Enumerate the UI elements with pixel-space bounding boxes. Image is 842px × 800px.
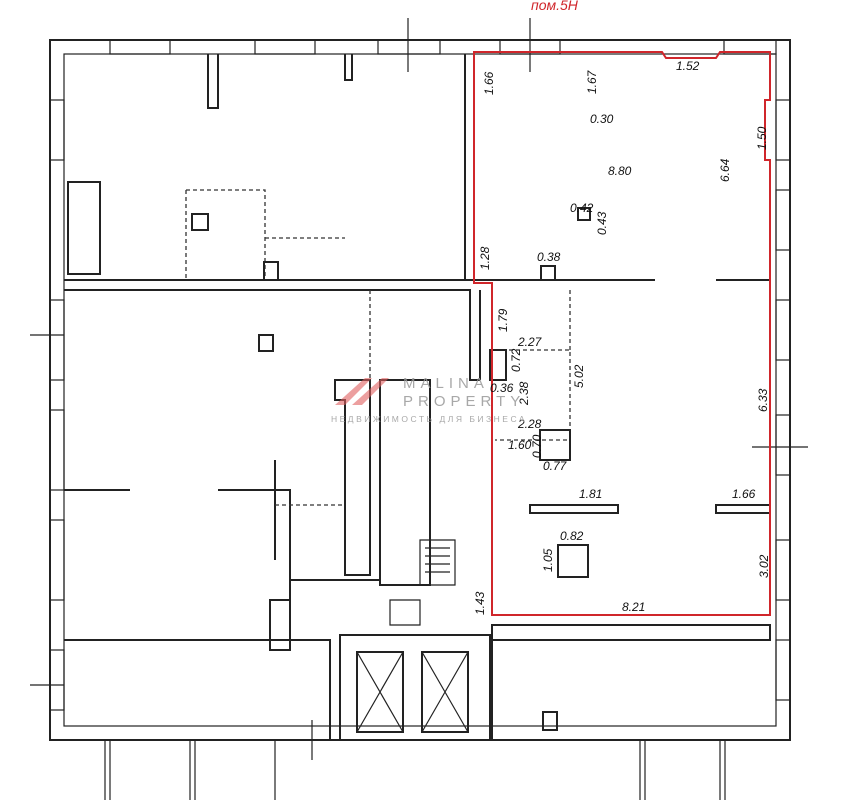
- dim: 1.43: [473, 591, 487, 615]
- dim: 1.66: [482, 71, 496, 95]
- dim: 5.02: [572, 364, 586, 388]
- dim: 0.42: [570, 201, 594, 215]
- dim: 6.33: [756, 388, 770, 412]
- dim: 1.05: [541, 548, 555, 572]
- dim: 0.43: [595, 211, 609, 235]
- watermark-line1: MALINA: [403, 375, 489, 392]
- dim: 0.36: [490, 381, 514, 395]
- dim: 0.38: [537, 250, 561, 264]
- dim: 1.66: [732, 487, 756, 501]
- unit-5n-outline[interactable]: [473, 51, 771, 616]
- dim: 8.21: [622, 600, 645, 614]
- dim: 3.02: [757, 554, 771, 578]
- dim: 2.38: [517, 381, 531, 406]
- dim: 0.82: [560, 529, 584, 543]
- dim: 1.79: [496, 308, 510, 332]
- dim: 0.30: [590, 112, 614, 126]
- dim: 6.64: [718, 158, 732, 182]
- dim: 1.67: [585, 69, 599, 94]
- watermark-line2: PROPERTY: [403, 393, 525, 410]
- unit-label: пом.5Н: [531, 0, 579, 13]
- dim: 1.52: [676, 59, 700, 73]
- dim: 1.50: [755, 126, 769, 150]
- dim: 0.77: [543, 459, 568, 473]
- watermark-tagline: НЕДВИЖИМОСТЬ ДЛЯ БИЗНЕСА: [331, 414, 527, 424]
- dim: 0.70: [530, 434, 544, 458]
- watermark: MALINA PROPERTY НЕДВИЖИМОСТЬ ДЛЯ БИЗНЕСА: [331, 375, 527, 424]
- dim: 1.81: [579, 487, 602, 501]
- walls: [30, 18, 808, 800]
- malina-logo-icon: [335, 378, 389, 405]
- dim: 1.28: [478, 246, 492, 270]
- dim: 0.72: [509, 348, 523, 372]
- dim: 2.27: [517, 335, 543, 349]
- dim: 2.28: [517, 417, 542, 431]
- dim: 1.60: [508, 438, 532, 452]
- dimension-labels: 1.66 1.67 1.52 0.30 1.50 8.80 6.64 0.42 …: [473, 59, 771, 615]
- dim: 8.80: [608, 164, 632, 178]
